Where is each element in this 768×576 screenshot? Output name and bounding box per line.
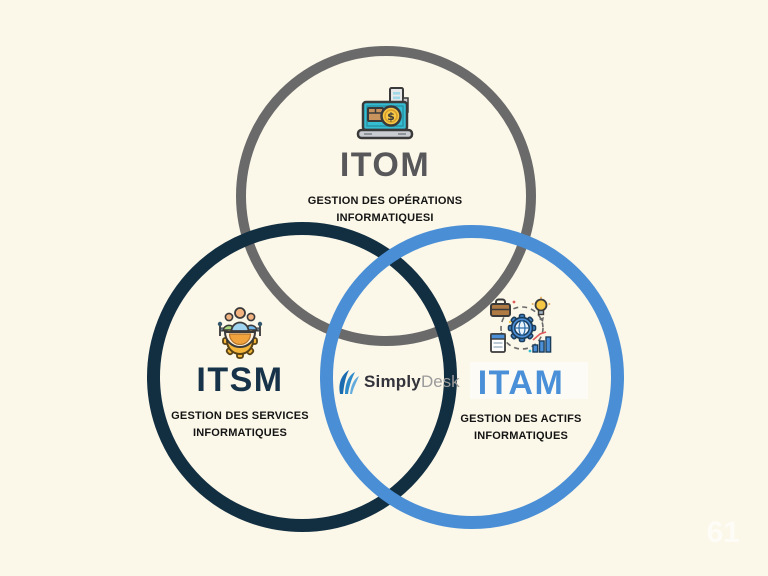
itam-group: ITAM GESTION DES ACTIFS INFORMATIQUES [411, 296, 631, 445]
itam-title-highlight [470, 362, 588, 399]
asset-orbit-gear-icon [490, 296, 552, 353]
watermark-number: 61 [706, 516, 740, 549]
itam-description-line1: GESTION DES ACTIFS [460, 412, 582, 425]
itom-description: GESTION DES OPÉRATIONS INFORMATIQUESI [275, 193, 495, 227]
itsm-description-line2: INFORMATIQUES [192, 426, 288, 439]
svg-text:$: $ [387, 110, 395, 123]
laptop-commerce-icon: $ [356, 87, 414, 140]
itsm-description-line1: GESTION DES SERVICES [171, 409, 309, 422]
itsm-description: GESTION DES SERVICES INFORMATIQUES [130, 408, 350, 442]
itam-title: ITAM [477, 364, 565, 402]
logo-brand-light: Desk [420, 372, 460, 391]
itom-description-line2: INFORMATIQUESI [336, 211, 434, 224]
itsm-title: ITSM [196, 361, 284, 399]
simplydesk-logo-icon [339, 370, 359, 394]
team-gear-icon [217, 307, 263, 359]
itom-group: $ ITOM GESTION DES OPÉRATIONS INFORMATIQ… [275, 86, 495, 227]
itam-description: GESTION DES ACTIFS INFORMATIQUES [411, 411, 631, 445]
itom-description-line1: GESTION DES OPÉRATIONS [307, 194, 463, 207]
itom-title: ITOM [339, 146, 431, 184]
itsm-group: ITSM GESTION DES SERVICES INFORMATIQUES [130, 301, 350, 442]
logo-brand-bold: Simply [364, 372, 421, 391]
itam-description-line2: INFORMATIQUES [473, 429, 569, 442]
